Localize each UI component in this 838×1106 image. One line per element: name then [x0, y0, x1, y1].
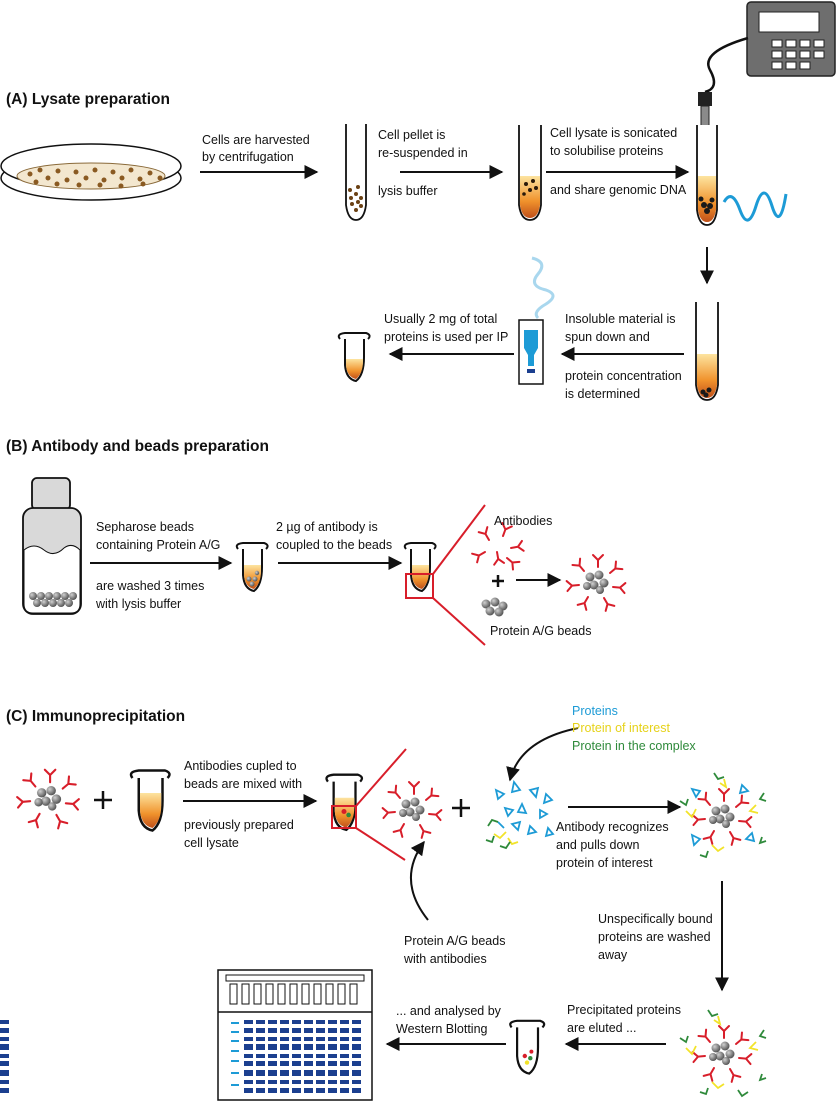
harvest-label-1: Cells are harvested — [202, 133, 310, 147]
insoluble-label-2: spun down and — [565, 330, 650, 344]
legend-proteins: Proteins — [572, 704, 618, 718]
cuvette-icon — [518, 256, 555, 385]
insoluble-label-4: is determined — [565, 387, 641, 401]
tube-spun-down-icon — [695, 302, 719, 401]
recognize-label-2: and pulls down — [556, 838, 640, 852]
western-label-1: ... and analysed by — [396, 1004, 501, 1018]
section-c-title: (C) Immunoprecipitation — [6, 708, 186, 725]
antibody-coupling-label-2: coupled to the beads — [276, 538, 393, 552]
legend-protein-of-interest: Protein of interest — [572, 721, 670, 735]
mix-label-3: previously prepared — [184, 818, 294, 832]
mix-label-2: beads are mixed with — [184, 777, 303, 791]
usually-label-2: proteins is used per IP — [384, 330, 509, 344]
eluted-complex-icon — [679, 1009, 767, 1098]
beads-label: Protein A/G beads — [490, 624, 592, 638]
protein-mixture-icon — [485, 779, 555, 850]
bead-antibody-complex-icon — [567, 555, 626, 611]
bead-antibody-complex-icon — [17, 770, 79, 829]
recognize-label-1: Antibody recognizes — [556, 820, 669, 834]
harvest-label-2: by centrifugation — [202, 150, 294, 164]
insoluble-label-3: protein concentration — [565, 369, 682, 383]
elute-label-1: Precipitated proteins — [567, 1003, 681, 1017]
elute-label-2: are eluted ... — [567, 1021, 637, 1035]
sonication-label-2: to solubilise proteins — [550, 144, 664, 158]
insoluble-label-1: Insoluble material is — [565, 312, 676, 326]
eppendorf-eluate-icon — [509, 1019, 546, 1075]
sonication-label-3: and share genomic DNA — [550, 183, 687, 197]
legend-protein-in-complex: Protein in the complex — [572, 739, 696, 753]
recognize-label-3: protein of interest — [556, 856, 653, 870]
sepharose-label-4: with lysis buffer — [96, 597, 182, 611]
beads-antibodies-label-1: Protein A/G beads — [404, 934, 506, 948]
sepharose-label-1: Sepharose beads — [96, 520, 194, 534]
sepharose-label-3: are washed 3 times — [96, 579, 205, 593]
tube-resuspended-icon — [518, 125, 542, 221]
sonicator-icon — [696, 1, 836, 226]
zoom-box — [405, 573, 434, 599]
plus-icon — [492, 575, 504, 587]
free-antibodies-icon — [471, 522, 525, 571]
antibodies-label: Antibodies — [494, 514, 553, 528]
eppendorf-lysate-icon — [129, 769, 171, 832]
mix-label-4: cell lysate — [184, 836, 239, 850]
bead-antibody-complex-icon — [383, 782, 442, 838]
petri-dish-icon — [0, 143, 182, 201]
bead-bottle-icon — [22, 477, 82, 615]
zoom-box — [331, 805, 357, 829]
antibody-coupling-label-1: 2 µg of antibody is — [276, 520, 378, 534]
bound-complex-icon — [679, 772, 767, 859]
western-label-2: Western Blotting — [396, 1022, 488, 1036]
section-b-title: (B) Antibody and beads preparation — [6, 438, 269, 455]
western-blot-icon — [0, 969, 373, 1101]
plus-icon — [452, 799, 470, 817]
wash-label-2: proteins are washed — [598, 930, 711, 944]
section-a-title: (A) Lysate preparation — [6, 91, 170, 108]
plus-icon — [94, 791, 112, 809]
beads-antibodies-label-2: with antibodies — [404, 952, 487, 966]
eppendorf-beads-icon — [235, 542, 269, 593]
pellet-label-2: re-suspended in — [378, 146, 468, 160]
mix-label-1: Antibodies cupled to — [184, 759, 297, 773]
free-beads-icon — [481, 597, 508, 617]
pellet-label-1: Cell pellet is — [378, 128, 446, 142]
wash-label-1: Unspecifically bound — [598, 912, 713, 926]
eppendorf-antibody-icon — [403, 542, 437, 593]
eppendorf-lysate-icon — [337, 332, 371, 383]
tube-pellet-icon — [345, 124, 367, 221]
usually-label-1: Usually 2 mg of total — [384, 312, 498, 326]
wash-label-3: away — [598, 948, 628, 962]
sonication-label-1: Cell lysate is sonicated — [550, 126, 678, 140]
pellet-label-3: lysis buffer — [378, 184, 438, 198]
sepharose-label-2: containing Protein A/G — [96, 538, 221, 552]
